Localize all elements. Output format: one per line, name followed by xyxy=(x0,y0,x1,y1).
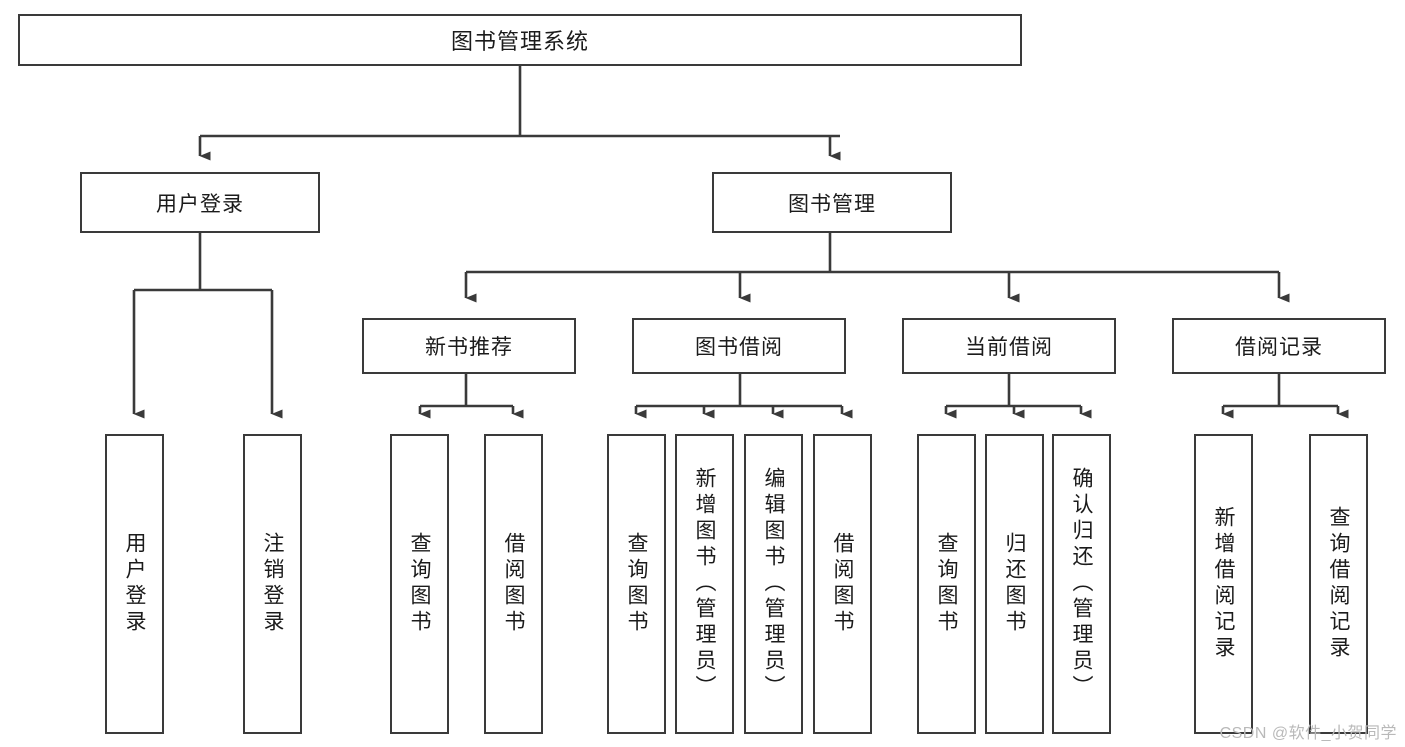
node-label: 新增图书（管理员） xyxy=(693,467,716,701)
node-label: 借阅图书 xyxy=(502,532,525,636)
leaf-confirm-return-admin[interactable]: 确认归还（管理员） xyxy=(1052,434,1111,734)
leaf-return-book[interactable]: 归还图书 xyxy=(985,434,1044,734)
node-label: 新增借阅记录 xyxy=(1212,506,1235,662)
node-label: 图书管理 xyxy=(788,192,876,216)
node-book-borrow[interactable]: 图书借阅 xyxy=(632,318,846,374)
node-label: 当前借阅 xyxy=(965,336,1053,359)
leaf-logout[interactable]: 注销登录 xyxy=(243,434,302,734)
node-label: 借阅记录 xyxy=(1235,336,1323,359)
node-label: 归还图书 xyxy=(1003,532,1026,636)
node-label: 查询图书 xyxy=(625,532,648,636)
leaf-borrow-book-recommend[interactable]: 借阅图书 xyxy=(484,434,543,734)
node-user-login[interactable]: 用户登录 xyxy=(80,172,320,233)
node-label: 借阅图书 xyxy=(831,532,854,636)
node-current-borrow[interactable]: 当前借阅 xyxy=(902,318,1116,374)
node-new-book-recommend[interactable]: 新书推荐 xyxy=(362,318,576,374)
leaf-query-book-recommend[interactable]: 查询图书 xyxy=(390,434,449,734)
node-root-system[interactable]: 图书管理系统 xyxy=(18,14,1022,66)
leaf-add-borrow-record[interactable]: 新增借阅记录 xyxy=(1194,434,1253,734)
leaf-borrow-book[interactable]: 借阅图书 xyxy=(813,434,872,734)
node-label: 新书推荐 xyxy=(425,336,513,359)
leaf-user-login[interactable]: 用户登录 xyxy=(105,434,164,734)
leaf-query-book-current[interactable]: 查询图书 xyxy=(917,434,976,734)
node-label: 图书借阅 xyxy=(695,336,783,359)
node-borrow-record[interactable]: 借阅记录 xyxy=(1172,318,1386,374)
node-label: 编辑图书（管理员） xyxy=(762,467,785,701)
node-label: 图书管理系统 xyxy=(450,29,589,54)
watermark: CSDN @软件_小贺同学 xyxy=(1219,725,1397,742)
node-label: 查询图书 xyxy=(408,532,431,636)
node-label: 用户登录 xyxy=(123,532,146,636)
leaf-edit-book-admin[interactable]: 编辑图书（管理员） xyxy=(744,434,803,734)
node-label: 查询图书 xyxy=(935,532,958,636)
node-label: 查询借阅记录 xyxy=(1327,506,1350,662)
leaf-query-book-borrow[interactable]: 查询图书 xyxy=(607,434,666,734)
node-label: 注销登录 xyxy=(261,532,284,636)
leaf-add-book-admin[interactable]: 新增图书（管理员） xyxy=(675,434,734,734)
node-label: 确认归还（管理员） xyxy=(1070,467,1093,701)
node-label: 用户登录 xyxy=(156,192,244,216)
leaf-query-borrow-record[interactable]: 查询借阅记录 xyxy=(1309,434,1368,734)
node-book-management[interactable]: 图书管理 xyxy=(712,172,952,233)
